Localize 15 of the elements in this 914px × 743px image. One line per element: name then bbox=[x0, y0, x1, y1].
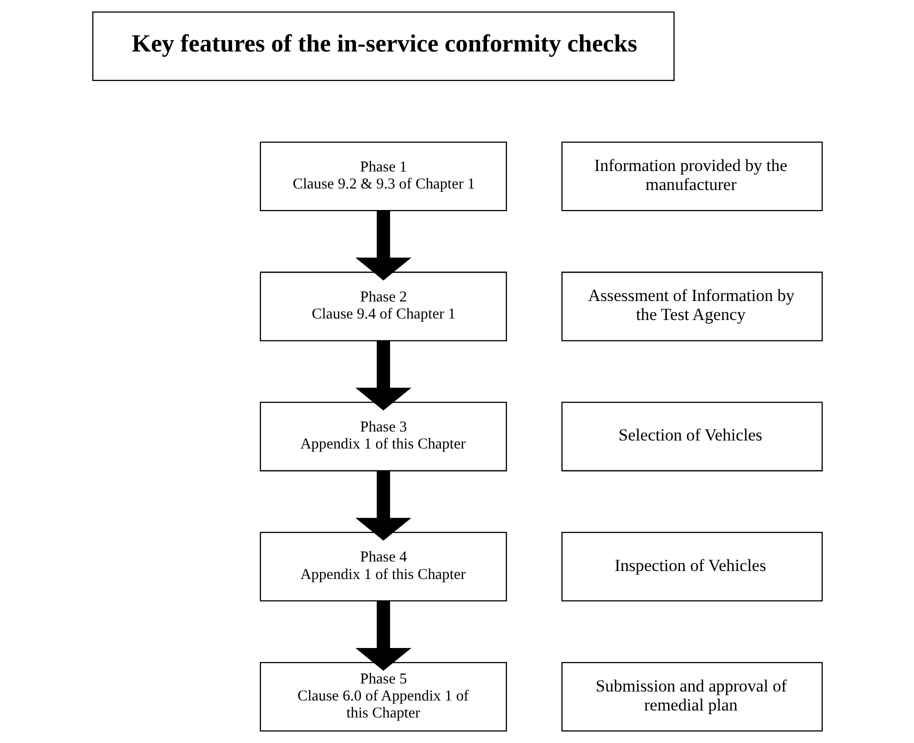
node-box: Phase 1 Clause 9.2 & 9.3 of Chapter 1 bbox=[259, 142, 506, 212]
arrow bbox=[354, 470, 411, 541]
node-box: Phase 4 Appendix 1 of this Chapter bbox=[259, 532, 506, 602]
node-box: Selection of Vehicles bbox=[560, 402, 822, 472]
arrow bbox=[354, 600, 411, 671]
arrow bbox=[354, 210, 411, 280]
node-box: Phase 5 Clause 6.0 of Appendix 1 of this Chapter bbox=[259, 662, 506, 732]
arrow bbox=[354, 340, 411, 411]
node-box: Information provided by the manufacturer bbox=[560, 142, 822, 212]
node-box: Phase 2 Clause 9.4 of Chapter 1 bbox=[259, 272, 506, 342]
node-box: Phase 3 Appendix 1 of this Chapter bbox=[259, 402, 506, 472]
node-box: Submission and approval of remedial plan bbox=[560, 662, 822, 732]
node-box: Inspection of Vehicles bbox=[560, 532, 822, 602]
node-box: Key features of the in-service conformity checks bbox=[92, 11, 674, 81]
node-box: Assessment of Information by the Test Agency bbox=[560, 272, 822, 342]
